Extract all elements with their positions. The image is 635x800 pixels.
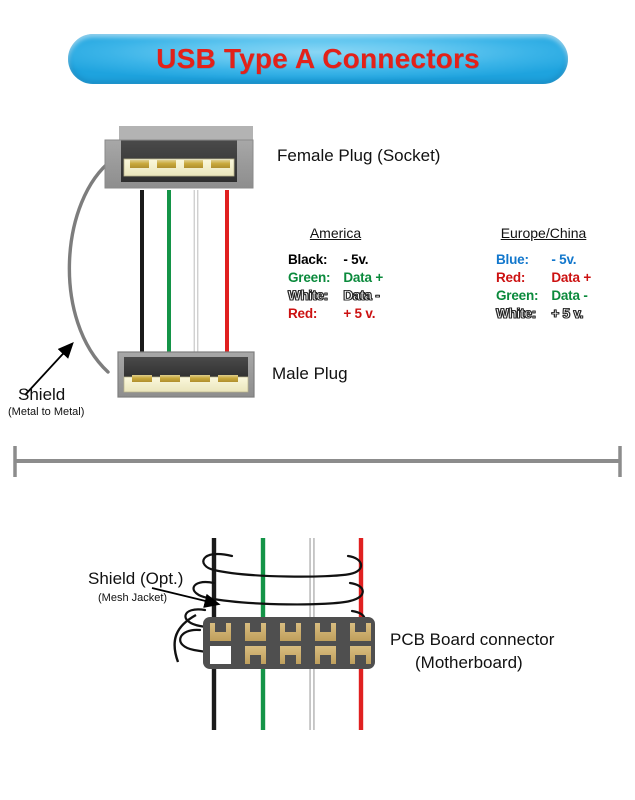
socket-outline [104,139,254,189]
mesh-shield-sublabel: (Mesh Jacket) [98,592,168,604]
pcb-board-connector [203,617,375,669]
legend-america-table: Black: - 5v. Green: Data + White: Data -… [288,250,384,322]
legend-signal: Data - [343,287,380,303]
legend-color-name: Blue: [496,251,529,267]
pcb-pin1-marker [210,646,231,664]
legend-color-name: Red: [496,269,526,285]
socket-flange [105,140,253,188]
legend-color-name: Black: [288,251,328,267]
legend-signal: + 5 v. [551,305,584,321]
table-row: Red: + 5 v. [288,304,383,322]
shield-arc [67,158,114,374]
socket-contact-pads [130,160,230,168]
legend-color-name: White: [496,305,537,321]
legend-color-name: White: [288,287,329,303]
wire-bundle-lower [211,538,364,730]
male-plug-contact-strip [123,376,249,393]
pcb-label-line2: (Motherboard) [415,653,523,672]
legend-europe-china: Europe/China Blue: - 5v. Red: Data + Gre… [496,225,592,322]
pcb-connector-body [203,617,375,669]
socket-backplate [119,126,253,188]
shield-sublabel: (Metal to Metal) [8,406,85,418]
mesh-shield-coil [179,552,366,658]
male-plug-contact-pads [132,375,238,382]
socket-cavity [121,140,237,182]
socket-contact-strip [123,158,235,177]
table-row: White: + 5 v. [496,304,591,322]
female-plug-label: Female Plug (Socket) [277,146,441,165]
mesh-shield-label: Shield (Opt.) [88,569,184,588]
legend-color-name: Red: [288,305,318,321]
legend-america: America Black: - 5v. Green: Data + White… [288,225,384,322]
male-plug-connector [117,351,255,398]
legend-color-name: Green: [496,287,539,303]
page-title: USB Type A Connectors [156,43,480,74]
pcb-pads-top-row [210,623,371,641]
legend-signal: Data + [551,269,592,285]
legend-signal: + 5 v. [343,305,376,321]
table-row: White: Data - [288,286,383,304]
legend-signal: Data - [551,287,588,303]
legend-europe-china-table: Blue: - 5v. Red: Data + Green: Data - Wh… [496,250,592,322]
legend-europe-china-title: Europe/China [500,225,587,241]
male-plug-dark-band [124,357,248,379]
male-plug-body [117,351,255,398]
mesh-shield-drop-lead [173,613,197,663]
legend-america-title: America [309,225,362,241]
female-socket-connector [104,126,254,189]
male-plug-label: Male Plug [272,364,348,383]
table-row: Red: Data + [496,268,591,286]
table-row: Black: - 5v. [288,250,383,268]
legend-signal: - 5v. [551,251,577,267]
legend-signal: Data + [343,269,384,285]
legend-signal: - 5v. [343,251,369,267]
table-row: Green: Data + [288,268,383,286]
pcb-label-line1: PCB Board connector [390,630,555,649]
legend-color-name: Green: [288,269,331,285]
table-row: Green: Data - [496,286,591,304]
title-banner: USB Type A Connectors [68,34,568,84]
shield-label: Shield [18,385,66,404]
pcb-pads-bottom-row [210,646,371,664]
table-row: Blue: - 5v. [496,250,591,268]
wire-bundle-upper [140,190,229,352]
section-divider [13,446,622,477]
